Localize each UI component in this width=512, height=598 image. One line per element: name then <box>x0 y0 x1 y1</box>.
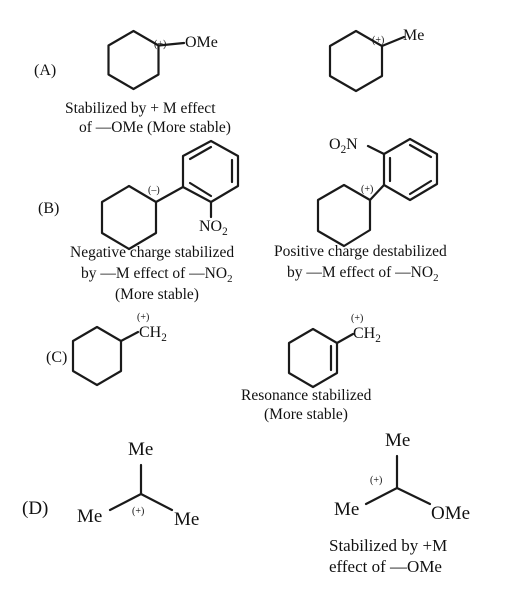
group-d-left-right-me: Me <box>174 509 200 530</box>
cyclohexane-ring-c-left <box>71 325 123 387</box>
group-d-right-top-me: Me <box>385 430 411 451</box>
bond-b-right-ring-link <box>368 183 386 202</box>
group-c-right-ch2: CH2 <box>353 325 381 345</box>
bond-c-right-ch2 <box>335 332 355 345</box>
group-b-right-o2n: O2N <box>329 136 358 156</box>
cyclohexane-ring-a-left <box>107 29 160 91</box>
part-b-label: (B) <box>38 200 60 217</box>
group-d-right-ome: OMe <box>431 503 471 524</box>
caption-a-line-2: of —OMe (More stable) <box>79 119 231 136</box>
bond-a-right-me <box>380 35 406 48</box>
charge-c-right: (+) <box>351 313 364 324</box>
caption-b-right-line-1: Positive charge destabilized <box>274 243 447 260</box>
group-c-left-ch2: CH2 <box>139 324 167 344</box>
caption-d-line-2: effect of —OMe <box>329 557 442 576</box>
group-d-right-left-me: Me <box>334 499 360 520</box>
caption-b-left-line-3: (More stable) <box>115 286 199 303</box>
charge-b-right: (+) <box>361 184 374 195</box>
charge-c-left: (+) <box>137 312 150 323</box>
caption-a-line-1: Stabilized by + M effect <box>65 100 216 117</box>
bond-b-left-ring-link <box>154 185 185 204</box>
charge-a-left: (+) <box>154 39 167 50</box>
cyclohexene-ring-c-right <box>287 327 339 389</box>
benzene-double-bond-b-right-1 <box>408 143 433 159</box>
bond-d-left-left <box>108 492 143 512</box>
benzene-ring-b-right <box>382 137 439 202</box>
caption-c-line-2: (More stable) <box>264 406 348 423</box>
bond-c-left-ch2 <box>119 330 140 343</box>
caption-b-right-line-2: by —M effect of —NO2 <box>287 264 439 284</box>
caption-c-line-1: Resonance stabilized <box>241 387 372 404</box>
benzene-double-bond-b-right-2 <box>408 179 433 196</box>
caption-b-left-line-2: by —M effect of —NO2 <box>81 265 233 285</box>
cyclohexane-ring-a-right <box>328 29 384 93</box>
charge-a-right: (+) <box>372 35 385 46</box>
cyclohexane-ring-b-left <box>100 184 158 251</box>
charge-d-right: (+) <box>370 475 383 486</box>
part-a-label: (A) <box>34 62 57 79</box>
charge-b-left: (–) <box>148 185 160 196</box>
group-a-right-me: Me <box>403 27 425 44</box>
benzene-ring-b-left <box>181 139 240 204</box>
benzene-double-bond-b-left-3 <box>188 181 213 198</box>
group-d-left-top-me: Me <box>128 439 154 460</box>
bond-d-right-left <box>364 486 399 506</box>
bond-a-left-ome <box>157 41 186 47</box>
cyclohexane-ring-b-right <box>316 183 372 248</box>
group-b-left-no2: NO2 <box>199 218 228 238</box>
group-a-left-ome: OMe <box>185 34 218 51</box>
part-d-label: (D) <box>22 498 49 519</box>
group-d-left-left-me: Me <box>77 506 103 527</box>
bond-b-right-no2 <box>366 144 386 156</box>
bond-d-left-right <box>139 492 174 512</box>
part-c-label: (C) <box>46 349 68 366</box>
bond-d-right-right <box>395 486 432 506</box>
caption-d-line-1: Stabilized by +M <box>329 536 448 555</box>
caption-b-left-line-1: Negative charge stabilized <box>70 244 235 261</box>
benzene-double-bond-b-left-1 <box>188 145 213 161</box>
charge-d-left: (+) <box>132 506 145 517</box>
